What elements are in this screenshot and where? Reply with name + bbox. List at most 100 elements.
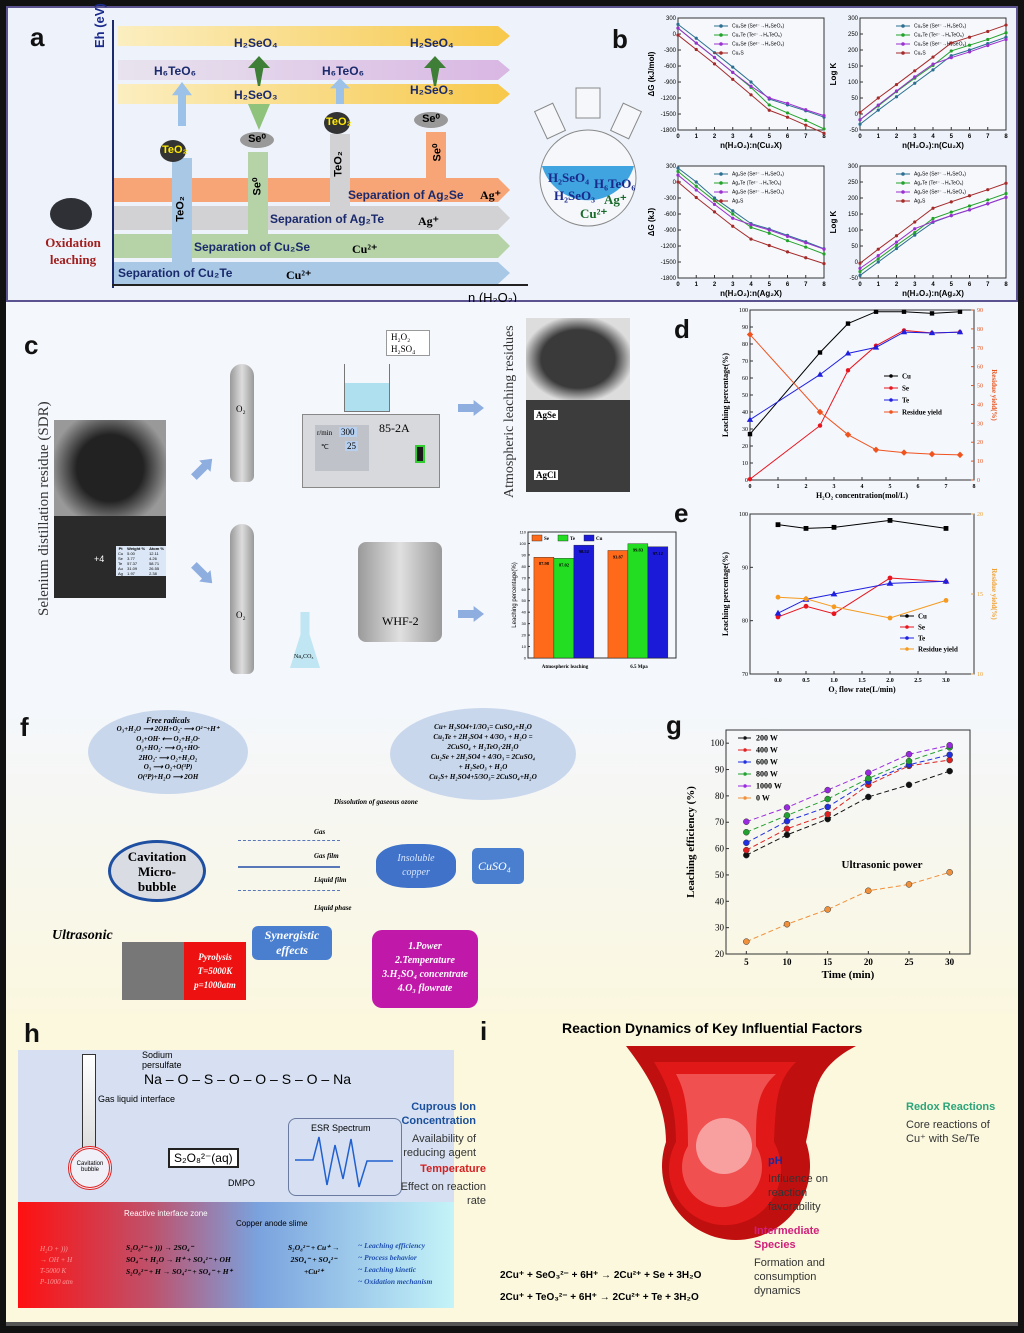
- x-tick-label: 0.5: [802, 678, 810, 684]
- data-point: [986, 37, 990, 42]
- legend-label: Cu: [918, 612, 927, 620]
- layer-gas: Gas: [314, 828, 326, 836]
- legend-label: Cu₂Se (Se²⁻→H₂SeO₄): [914, 24, 967, 30]
- pyrolysis-line-1: Pyrolysis: [198, 952, 232, 962]
- panel-label-e: e: [674, 498, 689, 528]
- data-point: [767, 108, 771, 112]
- data-point: [830, 590, 838, 597]
- legend-label: Ag₂Te (Te²⁻→H₆TeO₆): [732, 181, 782, 187]
- y-tick-label: -1800: [661, 276, 677, 282]
- legend-marker: [901, 42, 905, 46]
- y-tick-label: 70: [522, 575, 527, 580]
- y-tick-label: -1800: [661, 128, 677, 134]
- data-point: [731, 212, 735, 216]
- sem-table-cell: 58.71: [149, 561, 160, 566]
- data-point: [767, 103, 771, 107]
- y-tick-label: 10: [742, 461, 748, 467]
- x-axis-line: [112, 284, 528, 286]
- x-tick-label: 5: [768, 134, 772, 140]
- outcome-4: ~ Oxidation mechanism: [358, 1277, 433, 1286]
- species-h6teo6-1: H₆TeO₆: [154, 64, 197, 78]
- free-radicals-ellipse: Free radicals O₃+H₂O ⟶ 2OH+O₂· ⟶ O²⁻+H⁺O…: [88, 710, 248, 794]
- esr-spectrum-box: ESR Spectrum: [288, 1118, 402, 1196]
- esr-waveform: [295, 1136, 393, 1188]
- data-point: [986, 198, 990, 202]
- legend-marker: [901, 181, 905, 185]
- data-point: [894, 89, 899, 93]
- data-point: [844, 350, 852, 356]
- sem-table-header-cell: Weight %: [127, 546, 146, 551]
- y-tick-label: 100: [519, 541, 526, 546]
- y-tick-label: 300: [666, 16, 677, 22]
- legend-label: 400 W: [756, 746, 778, 755]
- data-point: [946, 767, 953, 775]
- data-point: [986, 188, 990, 192]
- free-radical-equation: 2HO₂· ⟶ O₂+H₂O₂: [138, 753, 198, 762]
- data-point: [783, 812, 791, 819]
- data-point: [694, 188, 698, 192]
- x-tick-label: 2: [895, 282, 899, 288]
- x-tick-label: 6: [968, 282, 972, 288]
- x-tick-label: 25: [905, 957, 915, 967]
- sem-table-cell: 2.38: [149, 571, 157, 576]
- data-point: [783, 804, 791, 811]
- data-point: [865, 769, 872, 776]
- x-tick-label: 1.5: [858, 678, 866, 684]
- pyrolysis-line-2: T=5000K: [197, 966, 233, 976]
- panel-label-c: c: [24, 330, 39, 360]
- y-tick-label: 0: [855, 112, 859, 118]
- data-point: [785, 111, 790, 115]
- data-point: [876, 257, 880, 261]
- ion-ag-2: Ag⁺: [418, 214, 439, 228]
- legend-label: Te: [902, 396, 909, 404]
- y-tick-label: -1200: [661, 96, 677, 102]
- left-eq-1: H₂O + ))): [40, 1245, 68, 1253]
- legend-label: Cu: [596, 537, 603, 542]
- y-axis-label: Leaching percentage(%): [721, 353, 730, 437]
- right-eq-1: S₂O₈²⁻ + Cu⁺ →: [288, 1243, 340, 1252]
- residue-pile-icon: [50, 198, 92, 230]
- data-point: [824, 906, 831, 913]
- arrow-to-pressure: [188, 559, 218, 589]
- data-point: [905, 781, 913, 789]
- x-axis-label: n(H₂O₂):n(Ag₂X): [720, 289, 782, 298]
- data-point: [824, 811, 831, 818]
- data-point: [731, 224, 735, 228]
- y2-tick-label: 70: [977, 346, 983, 352]
- bubble-line-2: Micro-: [137, 864, 177, 879]
- x-tick-label: 5: [950, 134, 954, 140]
- y-tick-label: 50: [851, 96, 858, 102]
- legend-marker: [905, 647, 909, 651]
- data-point: [774, 609, 782, 616]
- legend-marker: [719, 190, 723, 194]
- data-point: [928, 329, 936, 336]
- y-axis-label: Leaching percentage(%): [512, 562, 518, 627]
- y-tick-label: -1500: [661, 260, 677, 266]
- copper-reaction-equation: Cu₂Se + 2H₂SO4 + 4/3O₃ = 2CuSO₄: [430, 753, 536, 761]
- y2-tick-label: 50: [977, 384, 983, 390]
- data-point: [822, 262, 826, 266]
- data-point: [845, 321, 851, 326]
- data-point: [876, 103, 880, 107]
- data-point: [822, 127, 826, 131]
- y-tick-label: -300: [664, 196, 677, 202]
- synergistic-effects-box: Synergistic effects: [252, 926, 332, 960]
- sem-table-cell: Se: [118, 556, 123, 561]
- data-point: [743, 839, 750, 847]
- series-line-Te: [749, 331, 961, 421]
- y-tick-label: 90: [715, 765, 725, 775]
- y-tick-label: 60: [742, 376, 748, 382]
- y-tick-label: -300: [664, 48, 677, 54]
- y-tick-label: 300: [666, 164, 677, 170]
- outcome-1: ~ Leaching efficiency: [358, 1241, 426, 1250]
- data-point: [747, 476, 753, 482]
- y-tick-label: 100: [848, 228, 859, 234]
- reactor-whf-2: WHF-2: [358, 542, 442, 642]
- y-tick-label: -50: [849, 128, 858, 134]
- series-line-0-W: [746, 871, 950, 943]
- dissolution-label: Dissolution of gaseous ozone: [334, 798, 418, 806]
- data-point: [746, 416, 754, 422]
